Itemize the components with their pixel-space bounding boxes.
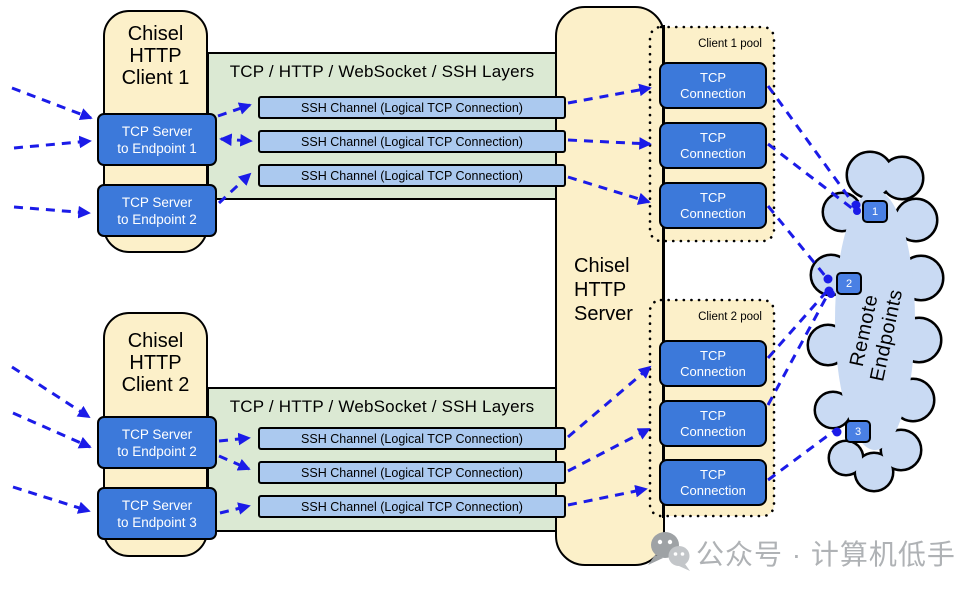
pool2-tcp-connection-3-line1: TCP xyxy=(700,466,726,482)
client2-tcp-server-endpoint2-box: TCP Server to Endpoint 2 xyxy=(97,416,217,469)
chisel-client-1-title-line2: HTTP xyxy=(129,45,182,67)
client-1-pool-label: Client 1 pool xyxy=(698,38,762,50)
chisel-client-2-title-line1: Chisel xyxy=(127,330,184,352)
client1-tcp-server-endpoint1-box: TCP Server to Endpoint 1 xyxy=(97,113,217,166)
pool1-tcp-connection-3: TCP Connection xyxy=(659,182,767,229)
pool1-tcp-connection-3-line2: Connection xyxy=(680,205,746,221)
ssh-channel-3: SSH Channel (Logical TCP Connection) xyxy=(258,164,566,187)
pool2-tcp-connection-3: TCP Connection xyxy=(659,459,767,506)
client1-tcp-server-endpoint2-line1: TCP Server xyxy=(121,194,193,210)
pool1-tcp-connection-3-line1: TCP xyxy=(700,189,726,205)
ssh-channel-4: SSH Channel (Logical TCP Connection) xyxy=(258,427,566,450)
pool1-tcp-connection-2-line1: TCP xyxy=(700,129,726,145)
pool1-tcp-connection-1: TCP Connection xyxy=(659,62,767,109)
chisel-client-2-title-line2: HTTP xyxy=(129,352,182,374)
chisel-client-1-title-line3: Client 1 xyxy=(121,67,190,89)
endpoint-square-1: 1 xyxy=(862,200,888,223)
pool2-tcp-connection-2-line2: Connection xyxy=(680,423,746,439)
client1-tcp-server-endpoint2-box: TCP Server to Endpoint 2 xyxy=(97,184,217,237)
incoming-arrow-2 xyxy=(13,135,92,150)
endpoint-square-3: 3 xyxy=(845,420,871,443)
ssh-channel-2: SSH Channel (Logical TCP Connection) xyxy=(258,130,566,153)
pool2-tcp-connection-1-line1: TCP xyxy=(700,347,726,363)
client2-tcp-server-endpoint3-line2: to Endpoint 3 xyxy=(117,514,197,530)
chisel-client-1-title: Chisel HTTP Client 1 xyxy=(105,23,206,89)
client1-tcp-server-endpoint2-line2: to Endpoint 2 xyxy=(117,211,197,227)
watermark xyxy=(644,528,694,572)
chisel-server-title-line3: Server xyxy=(574,303,633,325)
watermark-text: 公众号 · 计算机低手 xyxy=(696,539,956,570)
pool2-tcp-connection-3-line2: Connection xyxy=(680,482,746,498)
pool2-tcp-connection-1: TCP Connection xyxy=(659,340,767,387)
pool2-tcp-connection-1-line2: Connection xyxy=(680,363,746,379)
incoming-arrow-4 xyxy=(11,365,91,419)
ssh-channel-6: SSH Channel (Logical TCP Connection) xyxy=(258,495,566,518)
ssh-channel-1: SSH Channel (Logical TCP Connection) xyxy=(258,96,566,119)
incoming-arrow-1 xyxy=(11,86,93,121)
client1-tcp-server-endpoint1-line1: TCP Server xyxy=(121,123,193,139)
chisel-client-2-title-line3: Client 2 xyxy=(121,374,190,396)
incoming-arrow-3 xyxy=(13,205,91,219)
pool1-tcp-connection-2-line2: Connection xyxy=(680,145,746,161)
chisel-server-title-line1: Chisel xyxy=(574,255,630,277)
client2-tcp-server-endpoint3-line1: TCP Server xyxy=(121,497,193,513)
layers-band-1-title: TCP / HTTP / WebSocket / SSH Layers xyxy=(229,62,535,81)
chisel-server-title: Chisel HTTP Server xyxy=(574,254,633,326)
pool1-tcp-connection-2: TCP Connection xyxy=(659,122,767,169)
pool1-tcp-connection-1-line2: Connection xyxy=(680,85,746,101)
ssh-channel-5: SSH Channel (Logical TCP Connection) xyxy=(258,461,566,484)
layers-band-2-title: TCP / HTTP / WebSocket / SSH Layers xyxy=(229,397,535,416)
endpoint-square-2: 2 xyxy=(836,272,862,295)
client2-tcp-server-endpoint2-line2: to Endpoint 2 xyxy=(117,443,197,459)
incoming-arrow-5 xyxy=(12,411,92,449)
chisel-client-1-title-line1: Chisel xyxy=(127,23,184,45)
pool2-tcp-connection-2-line1: TCP xyxy=(700,407,726,423)
pool1-tcp-connection-1-line1: TCP xyxy=(700,69,726,85)
client-2-pool-label: Client 2 pool xyxy=(698,311,762,323)
client1-tcp-server-endpoint1-line2: to Endpoint 1 xyxy=(117,140,197,156)
chisel-server-title-line2: HTTP xyxy=(574,279,627,301)
client2-tcp-server-endpoint2-line1: TCP Server xyxy=(121,426,193,442)
chisel-client-2-title: Chisel HTTP Client 2 xyxy=(105,330,206,396)
incoming-arrow-6 xyxy=(12,485,91,514)
pool2-tcp-connection-2: TCP Connection xyxy=(659,400,767,447)
wechat-bubbles-icon xyxy=(648,532,690,571)
client2-tcp-server-endpoint3-box: TCP Server to Endpoint 3 xyxy=(97,487,217,540)
server-column-right-border xyxy=(662,25,665,518)
